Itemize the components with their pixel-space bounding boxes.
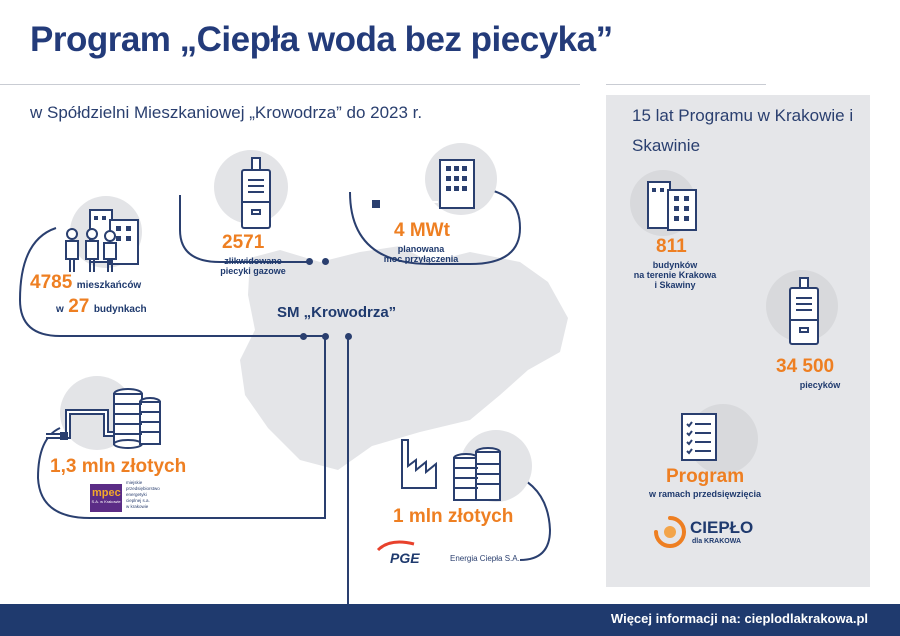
pge-description: Energia Ciepła S.A. (450, 554, 520, 563)
power-label-line: planowana (397, 244, 445, 254)
panel-program-value: Program (666, 466, 745, 487)
page-title: Program „Ciepła woda bez piecyka” (30, 20, 613, 59)
apartment-building-icon (439, 159, 475, 209)
side-panel-title: 15 lat Programu w Krakowie i Skawinie (632, 106, 854, 155)
panel-buildings-label: budynków na terenie Krakowa i Skawiny (620, 260, 730, 290)
residents-label: mieszkańców (76, 280, 142, 291)
page-subtitle: w Spółdzielni Mieszkaniowej „Krowodrza” … (30, 103, 423, 122)
header-divider (0, 84, 580, 85)
power-value: 4 MWt (394, 220, 450, 241)
connector-dot (300, 333, 307, 340)
connector-dot (306, 258, 313, 265)
footer-bar (0, 604, 900, 636)
residents-row: 4785 mieszkańców (30, 272, 141, 294)
mpec-desc-line: energetyki (126, 492, 147, 497)
panel-heaters-value: 34 500 (776, 356, 835, 377)
people-icon (65, 228, 117, 272)
heaters-label-line: zlikwidowane (224, 256, 282, 266)
cooperative-label: SM „Krowodrza” (277, 304, 397, 321)
mpec-logo: mpec S.A. w Krakowie (90, 484, 122, 512)
heaters-value: 2571 (222, 232, 265, 253)
connector-dot (345, 333, 352, 340)
header-divider-right (606, 84, 766, 85)
pge-amount: 1 mln złotych (393, 506, 514, 527)
coin-stack-icon (453, 447, 501, 501)
gas-heater-icon (789, 277, 819, 345)
ciepło-brand-sub: dla KRAKOWA (692, 538, 741, 545)
ciepło-sun-logo-icon (654, 516, 686, 548)
panel-buildings-value: 811 (656, 236, 687, 257)
connector-dot (322, 258, 329, 265)
mpec-desc-line: w krakowie (126, 504, 149, 509)
side-panel (606, 95, 870, 587)
connector-dot (322, 333, 329, 340)
panel-buildings-label-line: na terenie Krakowa (633, 270, 717, 280)
mpec-logo-sub: S.A. w Krakowie (91, 499, 121, 504)
mpec-logo-text: mpec (92, 487, 121, 499)
panel-heaters-label: piecyków (799, 380, 841, 390)
buildings-row: w 27 budynkach (56, 296, 147, 318)
footer-info-link[interactable]: Więcej informacji na: cieplodlakrakowa.p… (610, 611, 868, 626)
pge-logo-swoosh-icon (376, 540, 415, 552)
pge-logo: PGE (390, 550, 420, 566)
panel-program-label: w ramach przedsięwzięcia (648, 489, 762, 499)
mpec-description: miejskie przedsiębiorstwo energetyki cie… (126, 480, 160, 510)
panel-buildings-label-line: budynków (652, 260, 698, 270)
power-plant-icon (401, 439, 437, 489)
buildings-value: 27 (68, 296, 90, 317)
pipe-icon (46, 409, 118, 440)
coin-stack-icon (113, 388, 161, 449)
pipe-icon (356, 181, 438, 208)
gas-heater-icon (241, 157, 271, 229)
mpec-desc-line: miejskie (126, 480, 143, 485)
checklist-icon (681, 413, 717, 461)
mpec-desc-line: przedsiębiorstwo (126, 486, 160, 491)
power-label: planowana moc przyłączenia (376, 244, 466, 264)
panel-buildings-label-line: i Skawiny (654, 280, 696, 290)
residents-value: 4785 (30, 272, 73, 293)
power-label-line: moc przyłączenia (383, 254, 459, 264)
ciepło-brand-name: CIEPŁO (690, 518, 754, 537)
heaters-label: zlikwidowane piecyki gazowe (208, 256, 298, 276)
buildings-prefix: w (56, 304, 64, 315)
apartment-building-icon (647, 181, 697, 231)
buildings-label: budynkach (93, 304, 147, 315)
heaters-label-line: piecyki gazowe (220, 266, 286, 276)
mpec-desc-line: cieplnej s.a. (126, 498, 150, 503)
mpec-amount: 1,3 mln złotych (50, 456, 187, 477)
